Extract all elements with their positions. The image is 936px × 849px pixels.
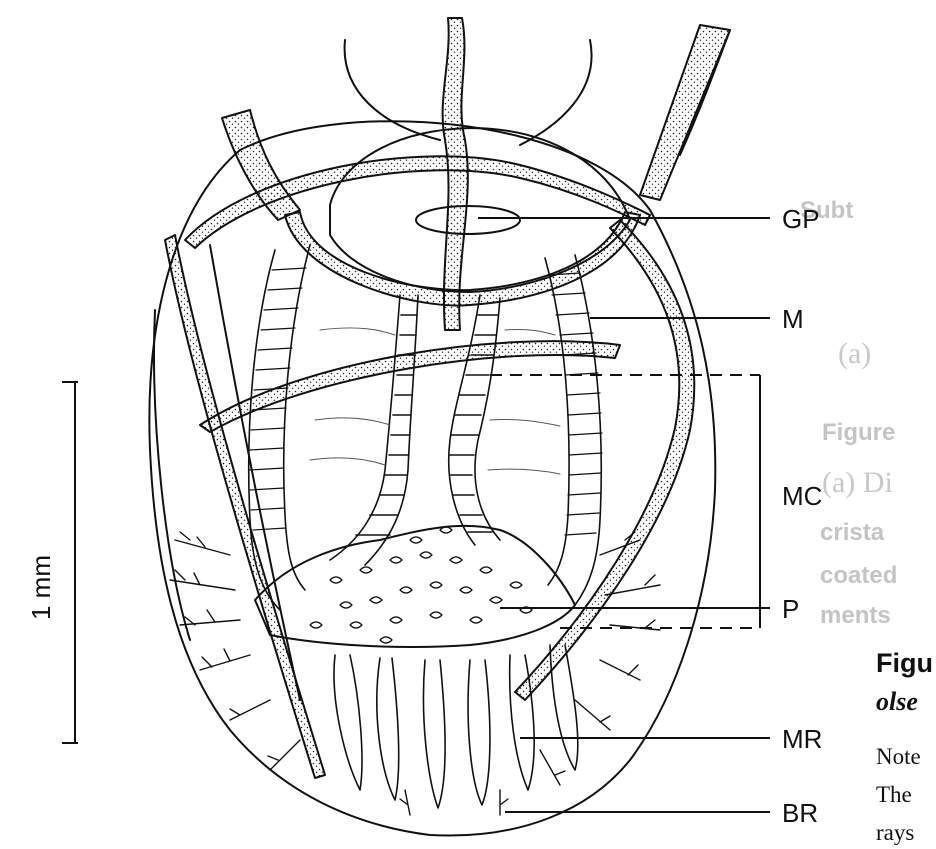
- specimen-drawing: [149, 18, 730, 836]
- scale-bar: [62, 382, 78, 743]
- caption-line-4: The: [876, 782, 912, 807]
- bleed-through-text: Subt (a) Figure (a) Di crista coated men…: [800, 197, 897, 629]
- bleed-line-d: (a) Di: [822, 466, 893, 499]
- pharynx-curls: [310, 527, 532, 643]
- inner-canal-left: [330, 295, 418, 565]
- label-p: P: [782, 594, 799, 624]
- bleed-line-f: coated: [820, 562, 897, 589]
- caption-line-2: olse: [876, 687, 918, 716]
- caption-fragment: Figu olse Note The rays: [862, 625, 936, 849]
- label-br: BR: [782, 798, 818, 828]
- label-m: M: [782, 304, 804, 334]
- canal-band-right: [545, 255, 601, 605]
- caption-line-3: Note: [876, 744, 921, 769]
- leader-lines: [478, 218, 770, 812]
- mc-bracket: [490, 375, 760, 628]
- bleed-line-c: Figure: [822, 419, 895, 446]
- upper-arc-left: [345, 40, 440, 140]
- central-tube: [443, 18, 468, 330]
- canal-band-right-stripes: [548, 273, 602, 535]
- genital-pore: [416, 206, 520, 234]
- caption-line-5: rays: [876, 820, 914, 845]
- upper-arc-right: [520, 40, 592, 145]
- rod-left-outer: [154, 310, 190, 640]
- label-mc: MC: [782, 481, 822, 511]
- structure-labels: GP M MC P MR BR: [782, 204, 822, 828]
- bleed-line-b: (a): [838, 337, 871, 370]
- branched-rays: [170, 532, 660, 815]
- label-mr: MR: [782, 724, 822, 754]
- rod-left-long: [165, 235, 325, 778]
- caption-line-1: Figu: [876, 648, 933, 678]
- scale-bar-label: 1 mm: [26, 555, 56, 620]
- bleed-line-g: ments: [820, 602, 891, 629]
- bleed-line-e: crista: [820, 519, 885, 546]
- stalk-right: [640, 25, 730, 200]
- label-gp: GP: [782, 204, 820, 234]
